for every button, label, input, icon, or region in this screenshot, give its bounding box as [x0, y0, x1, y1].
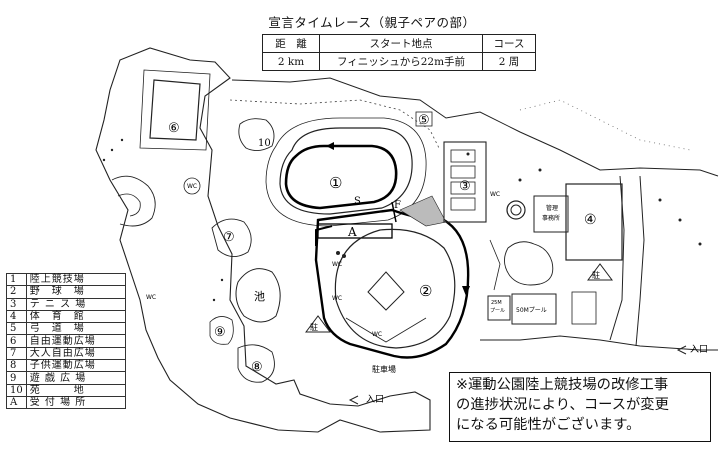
legend-name: 弓 道 場	[25, 322, 126, 336]
course-table-cell: フィニッシュから22m手前	[319, 52, 483, 71]
label-entrance: 入口	[690, 344, 708, 355]
label-area-8: ⑧	[251, 360, 263, 375]
legend-name: 自由運動広場	[25, 334, 126, 348]
label-area-4: ④	[584, 212, 597, 228]
legend-name: 陸上競技場	[25, 272, 126, 287]
label-area-1: ①	[329, 174, 342, 192]
label-office: 管理	[546, 204, 558, 212]
course-table-header: 距 離	[262, 34, 320, 53]
legend-name: 遊 戯 広 場	[25, 371, 126, 385]
construction-notice: ※運動公園陸上競技場の改修工事 の進捗状況により、コースが変更 になる可能性がご…	[449, 372, 711, 442]
label-area-7: ⑦	[223, 230, 235, 245]
label-reception: A	[347, 225, 357, 239]
legend-number: 10	[6, 383, 27, 397]
legend-number: 6	[6, 334, 27, 348]
svg-text:プール: プール	[490, 308, 505, 314]
page-title: 宣言タイムレース（親子ペアの部）	[268, 15, 476, 30]
wc-icon: WC	[146, 294, 156, 301]
course-table-row: 2 km フィニッシュから22m手前 2 周	[262, 52, 536, 71]
legend-number: 5	[6, 322, 27, 336]
legend-name: テ ニ ス 場	[25, 297, 126, 311]
label-parking: 駐	[310, 322, 318, 332]
notice-line: になる可能性がございます。	[456, 417, 641, 433]
wc-icon: WC	[332, 295, 342, 302]
label-area-2: ②	[419, 282, 432, 300]
legend-number: 7	[6, 346, 27, 361]
course-table-header-row: 距 離 スタート地点 コース	[262, 34, 536, 53]
park-outline	[95, 47, 431, 433]
legend-number: 8	[6, 359, 27, 373]
label-parking-lot: 駐車場	[372, 364, 396, 374]
wc-icon: WC	[187, 183, 197, 190]
label-area-5: ⑤	[418, 113, 430, 128]
legend-name: 子供運動広場	[25, 359, 126, 373]
label-area-3: ③	[459, 179, 471, 194]
legend-number: 9	[6, 371, 27, 385]
wc-icon: WC	[490, 191, 500, 198]
wc-icon: WC	[332, 261, 342, 268]
legend-number: 3	[6, 297, 27, 311]
notice-line: の進捗状況により、コースが変更	[456, 397, 669, 413]
notice-line: ※運動公園陸上競技場の改修工事	[456, 377, 669, 393]
label-start: S	[354, 196, 361, 207]
label-entrance: 入口	[366, 394, 384, 405]
legend-number: A	[6, 395, 27, 410]
course-table-header: コース	[482, 34, 536, 53]
legend-name: 体 育 館	[25, 309, 126, 324]
label-area-6: ⑥	[168, 121, 180, 136]
wc-icon: WC	[372, 331, 382, 338]
course-route	[284, 144, 398, 210]
legend-name: 受 付 場 所	[25, 395, 126, 410]
label-pool50: 50Mプール	[516, 307, 547, 314]
label-area-10: 10	[258, 138, 271, 149]
label-area-9: ⑨	[214, 325, 226, 340]
legend-name: 苑 地	[25, 383, 126, 397]
course-table-cell: 2 km	[262, 52, 320, 71]
course-table-cell: 2 周	[482, 52, 536, 71]
legend-number: 1	[6, 272, 27, 287]
label-pool25: 25M	[491, 300, 502, 306]
course-table-header: スタート地点	[319, 34, 483, 53]
label-parking: 駐	[592, 270, 600, 280]
legend-number: 2	[6, 285, 27, 299]
svg-text:事務所: 事務所	[542, 214, 560, 222]
label-pond: 池	[254, 290, 265, 303]
legend-name: 野 球 場	[25, 285, 126, 299]
course-info-table: 距 離 スタート地点 コース 2 km フィニッシュから22m手前 2 周	[262, 34, 536, 71]
legend-number: 4	[6, 309, 27, 324]
legend-name: 大人自由広場	[25, 346, 126, 361]
label-finish: F	[394, 200, 401, 211]
